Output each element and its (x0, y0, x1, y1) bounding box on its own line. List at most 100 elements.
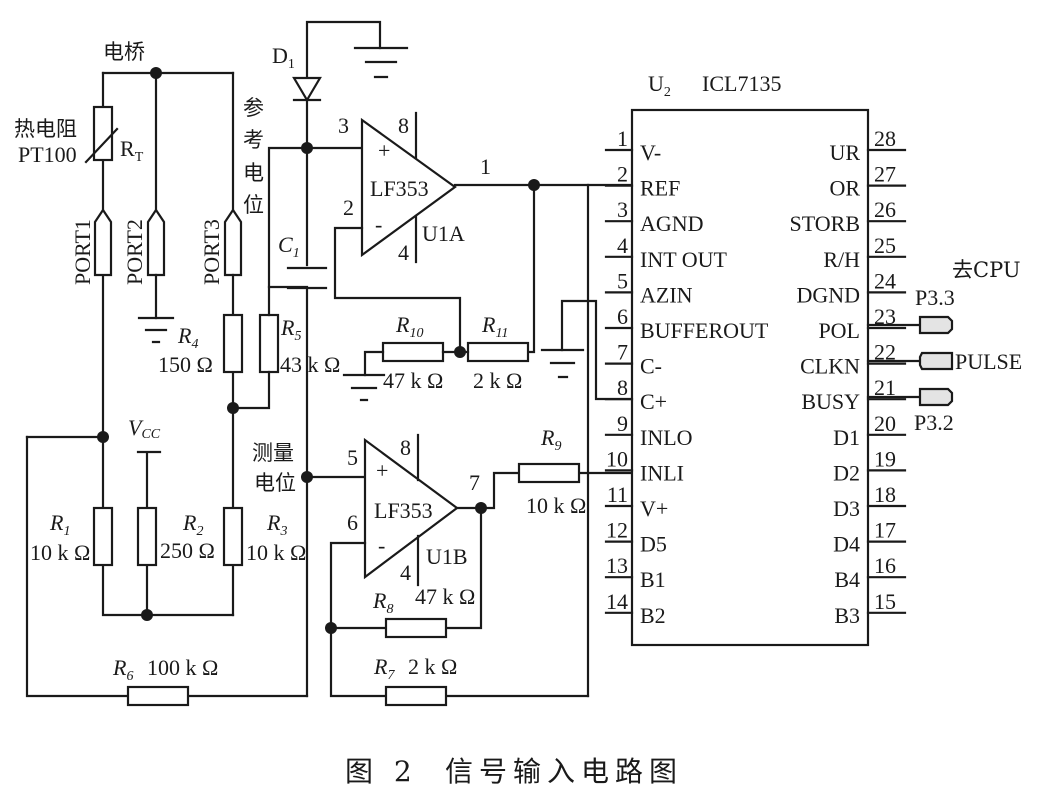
adc-pin-11: 11V+ (604, 482, 668, 521)
pin-name: AGND (640, 211, 704, 236)
pin-number: 3 (617, 197, 628, 222)
resistor-r1 (92, 506, 114, 567)
reference-wire (305, 20, 382, 698)
cpu-interface: 去CPU P3.3 PULSE P3.2 (866, 258, 1022, 435)
p32-label: P3.2 (914, 410, 954, 435)
r10-value: 47 k Ω (383, 368, 443, 393)
pin-number: 13 (606, 553, 628, 578)
svg-text:位: 位 (243, 193, 264, 217)
pin-name: INLO (640, 425, 693, 450)
r5-name: R5 (280, 315, 301, 344)
pulse-connector (918, 351, 954, 371)
r11-name: R11 (481, 312, 508, 341)
port3-label: PORT3 (199, 219, 224, 285)
pin-name: D3 (833, 496, 860, 521)
r4-name: R4 (177, 323, 198, 352)
r5-value: 43 k Ω (280, 352, 340, 377)
adc-part: ICL7135 (702, 71, 781, 96)
p33-label: P3.3 (915, 285, 955, 310)
resistor-r2 (136, 506, 158, 567)
pulse-label: PULSE (955, 349, 1022, 374)
c1-name: C1 (278, 232, 300, 261)
opamp-u1b-triangle (363, 437, 459, 580)
pin-name: V- (640, 140, 661, 165)
r3-name: R3 (266, 510, 287, 539)
r6-wire (25, 435, 309, 698)
u1a-pin-plus: 3 (338, 113, 349, 138)
pin-name: CLKN (800, 354, 860, 379)
ground-icon (137, 316, 175, 344)
pin-number: 4 (617, 233, 628, 258)
pin-number: 28 (874, 126, 896, 151)
pin-name: INLI (640, 460, 684, 485)
adc-body (630, 108, 870, 647)
pin-name: REF (640, 176, 680, 201)
r7-value: 2 k Ω (408, 654, 457, 679)
resistor-r5 (258, 313, 280, 374)
ground-icon (540, 348, 585, 379)
vcc-label: VCC (128, 415, 161, 442)
bridge-section: 电桥 热电阻 PT100 RT PORT1 PORT2 PORT3 R4 150… (14, 40, 340, 707)
figure-caption: 图 2 信号输入电路图 (345, 755, 677, 788)
rtd-label: 热电阻 (14, 117, 77, 141)
pin-name: D1 (833, 425, 860, 450)
u1b-unit: U1B (426, 544, 468, 569)
svg-text:考: 考 (243, 128, 264, 152)
pin-number: 22 (874, 340, 896, 365)
u1a-pin-vneg: 4 (398, 240, 409, 265)
pin-number: 15 (874, 589, 896, 614)
pin-number: 27 (874, 162, 896, 187)
r6-name: R6 (112, 655, 133, 684)
u1a-pin-vpos: 8 (398, 113, 409, 138)
u1b-feedback-wire (329, 506, 590, 698)
u1b-part: LF353 (374, 498, 433, 523)
port3-connector (223, 208, 243, 277)
adc-pin-25: 25R/H (823, 233, 907, 272)
r8-value: 47 k Ω (415, 584, 475, 609)
rt-name: RT (120, 136, 144, 165)
r6-value: 100 k Ω (147, 655, 218, 680)
pin-name: BUFFEROUT (640, 318, 769, 343)
junction-dot (141, 609, 153, 621)
u1b-pin-out: 7 (469, 470, 480, 495)
pin-number: 25 (874, 233, 896, 258)
pin-number: 2 (617, 162, 628, 187)
pin-name: B1 (640, 567, 666, 592)
bridge-label: 电桥 (103, 40, 145, 64)
r9-name: R9 (540, 425, 561, 454)
pin-name: INT OUT (640, 247, 728, 272)
pin-name: UR (829, 140, 860, 165)
ref-to-opamp-wire (267, 146, 364, 289)
opamp-u1a: + - LF353 U1A 3 2 1 8 4 (338, 111, 491, 265)
u1b-pin-vneg: 4 (400, 560, 411, 585)
pin-name: POL (818, 318, 860, 343)
u1b-pin-plus: 5 (347, 445, 358, 470)
capacitor-c1 (286, 266, 328, 290)
port2-connector (146, 208, 166, 277)
pin-number: 8 (617, 375, 628, 400)
adc-pin-8: 8C+ (604, 375, 667, 414)
diode-d1 (292, 76, 322, 103)
pin-name: B3 (834, 603, 860, 628)
pin-name: B4 (834, 567, 860, 592)
pin-number: 12 (606, 518, 628, 543)
p33-connector (918, 315, 954, 335)
resistor-r7 (384, 685, 448, 707)
adc-pin-7: 7C- (604, 340, 662, 379)
adc-ref: U2 (648, 71, 671, 100)
pin-name: C+ (640, 389, 667, 414)
pin-name: V+ (640, 496, 668, 521)
